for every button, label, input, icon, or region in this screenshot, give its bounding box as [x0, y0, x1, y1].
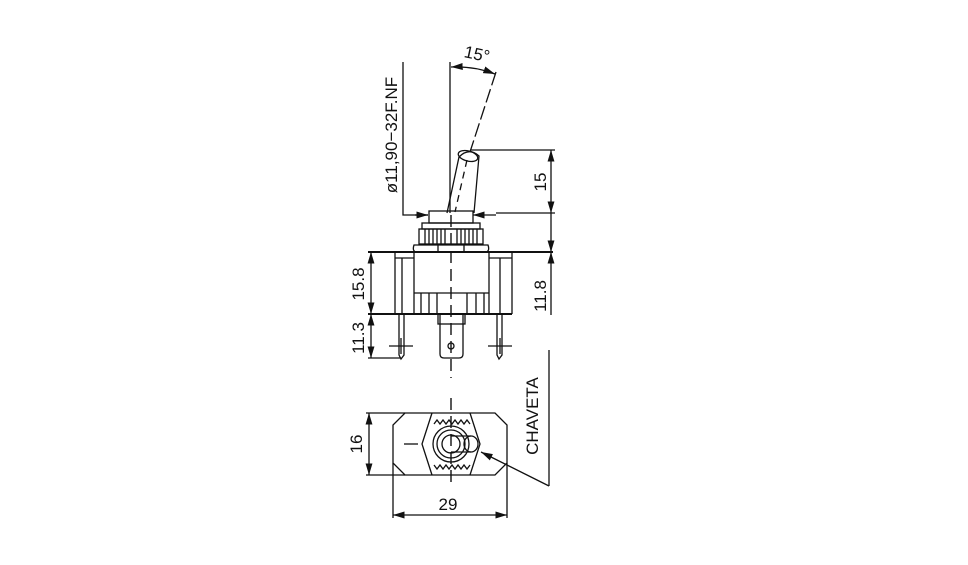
bottom-view [366, 412, 508, 476]
dimension-11-8: 11.8 [531, 213, 555, 315]
keyway-callout: CHAVETA [480, 350, 550, 487]
dimension-16: 16 [347, 413, 373, 475]
angle-dimension: 15° [449, 42, 497, 213]
thread-dimension: ø11,90−32F.NF [382, 62, 496, 219]
dimension-15-8: 15.8 [349, 252, 375, 314]
dimension-29: 29 [392, 463, 508, 519]
dim-15-label: 15 [531, 173, 550, 192]
angle-label: 15° [462, 42, 491, 66]
dim-16-label: 16 [347, 435, 366, 454]
switch-body [368, 251, 553, 315]
dim-11-8-label: 11.8 [531, 280, 550, 312]
keyway-label: CHAVETA [523, 376, 542, 454]
dimension-15: 15 [470, 149, 555, 214]
terminals [389, 313, 512, 361]
dim-15-8-label: 15.8 [349, 267, 368, 300]
dimension-11-3: 11.3 [349, 314, 400, 359]
toggle-lever [446, 149, 480, 214]
dim-29-label: 29 [439, 495, 458, 514]
thread-spec-label: ø11,90−32F.NF [382, 77, 401, 193]
dim-11-3-label: 11.3 [349, 322, 368, 354]
